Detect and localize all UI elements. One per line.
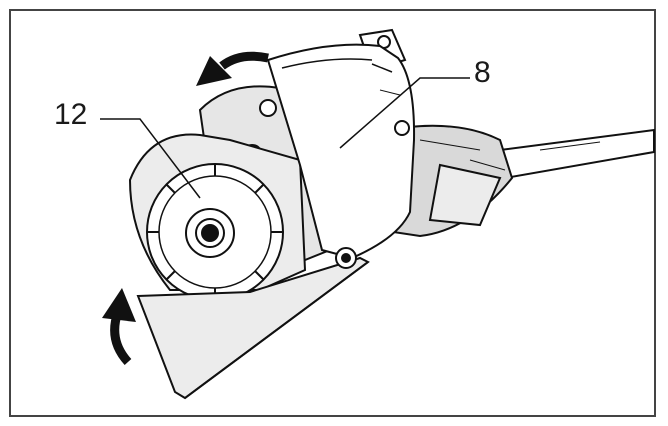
rotation-arrow-top — [196, 51, 269, 86]
rotation-arrow-bottom — [102, 288, 136, 366]
leader-line-12 — [100, 118, 201, 199]
diamond-blade — [146, 163, 284, 301]
power-cord — [498, 128, 655, 180]
leader-lines — [100, 77, 470, 199]
base-plate — [136, 256, 370, 400]
wheel-guard — [266, 43, 416, 269]
callout-guard-label: 8 — [474, 56, 491, 89]
callout-blade-label: 12 — [54, 98, 88, 131]
leader-line-8 — [339, 77, 470, 149]
